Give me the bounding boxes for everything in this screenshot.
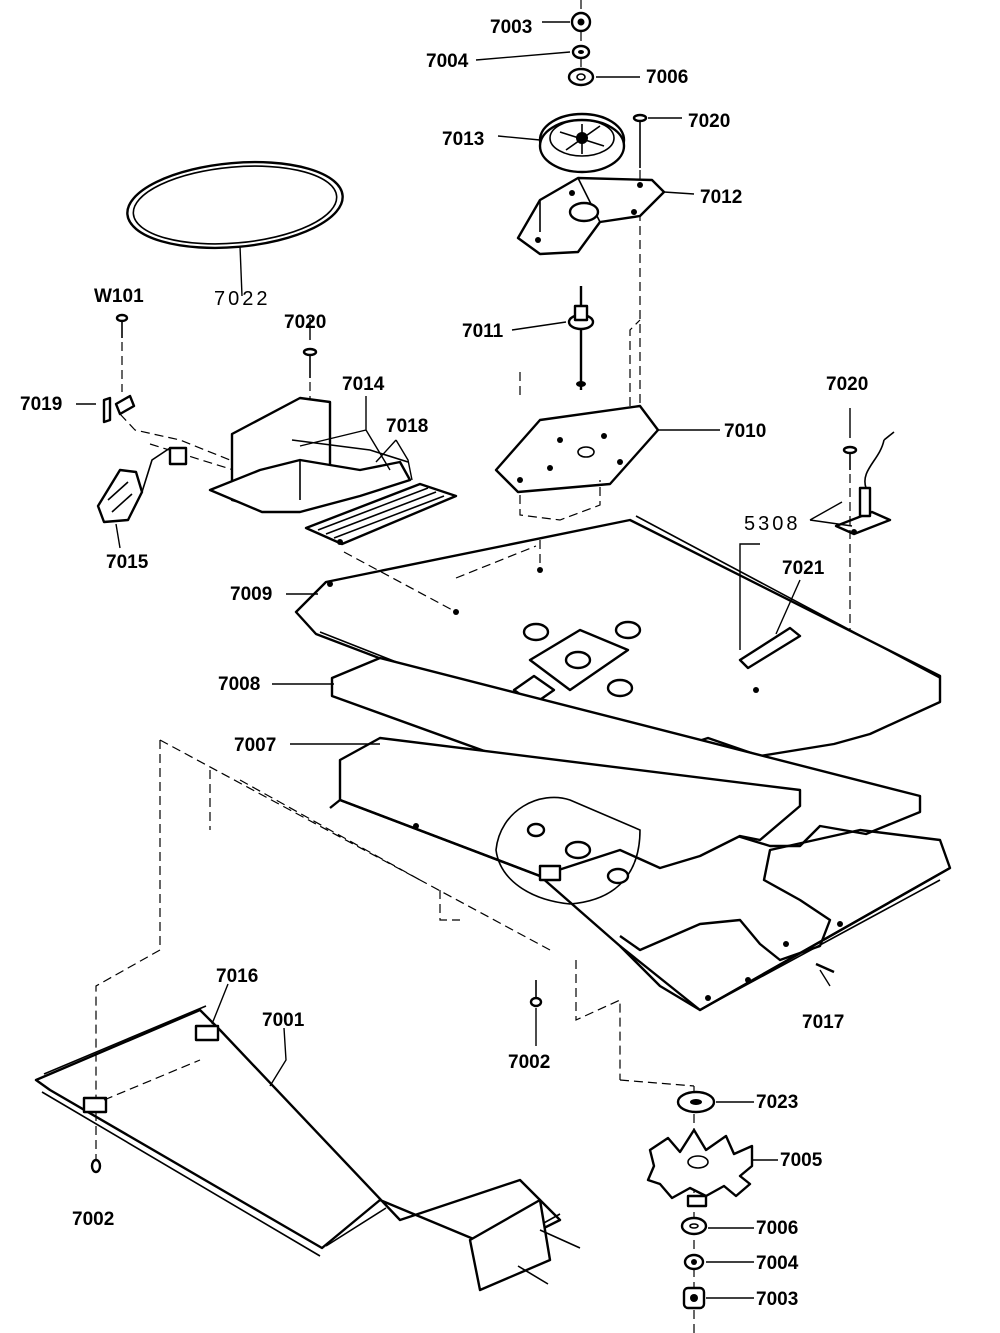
label-7009: 7009 xyxy=(230,584,272,605)
label-7011: 7011 xyxy=(462,321,504,342)
screw-7017 xyxy=(815,962,835,974)
label-7016: 7016 xyxy=(216,966,258,987)
label-7020-top: 7020 xyxy=(688,111,730,132)
label-7020-left: 7020 xyxy=(284,312,326,333)
label-7021: 7021 xyxy=(782,558,825,579)
axis-line-plate xyxy=(519,480,601,521)
axis-line-fan xyxy=(619,1079,695,1333)
washer-7004-top xyxy=(571,44,591,60)
label-7003-top: 7003 xyxy=(490,17,532,38)
label-7006-bottom: 7006 xyxy=(756,1218,798,1239)
screw-7020-right xyxy=(842,445,858,470)
label-7020-right: 7020 xyxy=(826,374,868,395)
frame-dashed-lines xyxy=(95,739,621,1100)
screw-7002-left xyxy=(90,1158,102,1174)
label-7001: 7001 xyxy=(262,1010,305,1031)
fan-7005 xyxy=(646,1128,754,1208)
screw-7020-left xyxy=(302,347,318,378)
label-5308: 5308 xyxy=(744,513,801,535)
label-7013: 7013 xyxy=(442,129,484,150)
base-plate xyxy=(619,866,951,1012)
label-7005: 7005 xyxy=(780,1150,823,1171)
heater-element-7001 xyxy=(34,1005,581,1292)
label-7022: 7022 xyxy=(214,288,271,310)
label-7014: 7014 xyxy=(342,374,385,395)
label-7002-center: 7002 xyxy=(508,1052,550,1073)
label-7008: 7008 xyxy=(218,674,260,695)
label-7010: 7010 xyxy=(724,421,766,442)
belt-7022 xyxy=(126,160,344,250)
label-7003-bottom: 7003 xyxy=(756,1289,798,1310)
label-7007: 7007 xyxy=(234,735,276,756)
pulley-7013 xyxy=(538,112,626,174)
screw-w101 xyxy=(115,313,129,338)
leader-lines xyxy=(76,21,853,1299)
screw-7002-center xyxy=(529,980,543,1008)
top-panel-7009 xyxy=(294,515,942,762)
nut-7003-top xyxy=(570,11,592,33)
washer-7006-bottom xyxy=(680,1216,708,1236)
part-labels: 7003 7004 7006 7013 7020 7012 7022 W101 … xyxy=(20,17,868,1310)
motor-bracket-7012 xyxy=(516,176,666,256)
shaft-7011 xyxy=(567,286,595,390)
axis-line-shaft xyxy=(519,319,641,420)
washer-7006-top xyxy=(567,67,595,87)
label-7004-bottom: 7004 xyxy=(756,1253,799,1274)
washer-7004-bottom xyxy=(683,1253,705,1271)
label-7015: 7015 xyxy=(106,552,149,573)
label-7002-left: 7002 xyxy=(72,1209,114,1230)
label-7017: 7017 xyxy=(802,1012,844,1033)
label-7004-top: 7004 xyxy=(426,51,469,72)
label-7012: 7012 xyxy=(700,187,742,208)
axis-lines-panel xyxy=(343,540,541,613)
label-7023: 7023 xyxy=(756,1092,798,1113)
thermo-part-7015 xyxy=(96,446,188,524)
sensor-5308 xyxy=(834,431,895,536)
axis-line-7002-left xyxy=(95,1059,201,1160)
washer-7023 xyxy=(676,1090,716,1114)
label-7018: 7018 xyxy=(386,416,428,437)
heater-7018 xyxy=(304,482,458,546)
label-7006-top: 7006 xyxy=(646,67,688,88)
label-7019: 7019 xyxy=(20,394,62,415)
switch-7019 xyxy=(102,394,136,424)
label-w101: W101 xyxy=(94,286,144,307)
nut-7003-bottom xyxy=(682,1286,706,1310)
plate-7010 xyxy=(494,404,660,494)
screw-7020-top xyxy=(632,113,648,168)
bracket-7014 xyxy=(208,396,412,514)
